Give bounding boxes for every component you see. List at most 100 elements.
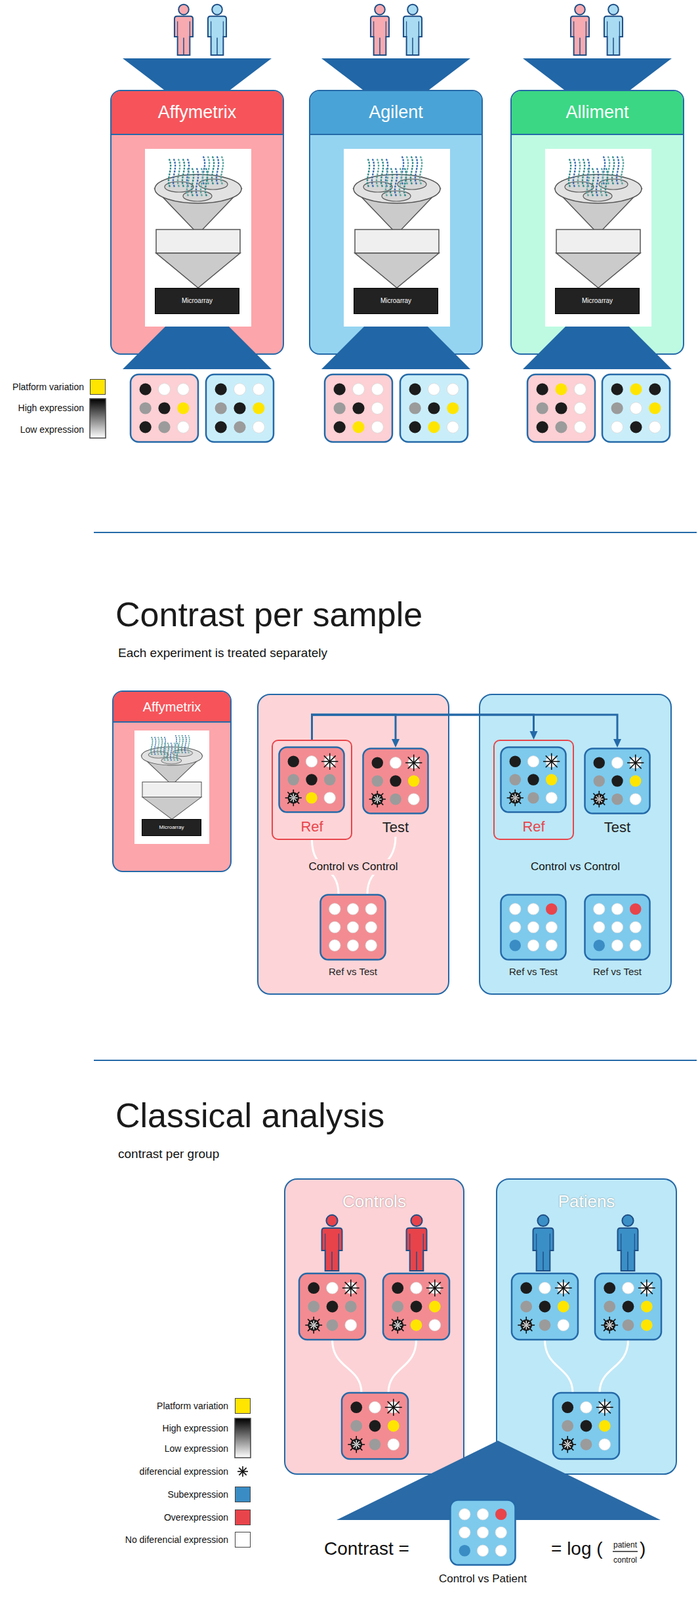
diagram-label: ) [639, 1538, 646, 1561]
drawing-shape [331, 1252, 333, 1272]
platform-header: Affymetrix [111, 91, 283, 136]
drawing-shape [596, 796, 603, 803]
drawing-shape [629, 921, 641, 933]
drawing-shape [606, 1322, 613, 1329]
drawing-shape [611, 903, 623, 916]
drawing-shape [388, 1340, 417, 1394]
drawing-shape [640, 1282, 653, 1295]
drawing-shape [196, 167, 199, 197]
platform-name: Agilent [368, 102, 424, 123]
drawing-shape [320, 895, 386, 961]
grid-node: Ref vs Test [499, 894, 567, 979]
drawing-shape [501, 895, 567, 961]
drawing-shape [509, 792, 521, 805]
drawing-shape [593, 921, 605, 933]
legend-wrap: No diferencial expression [0, 1533, 229, 1547]
legend-wrap: Low expression [0, 1442, 229, 1456]
drawing-shape [611, 775, 623, 787]
drawing-shape [495, 1509, 507, 1521]
label-wrap: patient [605, 1539, 645, 1551]
drawing-shape [389, 757, 401, 769]
drawing-shape [400, 374, 468, 443]
drawing-shape [175, 734, 177, 754]
drawing-shape [427, 383, 440, 396]
legend-text: Low expression [20, 423, 84, 437]
drawing-shape [410, 155, 413, 185]
legend-wrap: diferencial expression [0, 1465, 229, 1479]
drawing-shape [648, 383, 661, 396]
drawing-shape [606, 1322, 613, 1329]
drawing-shape [596, 796, 603, 803]
drawing-shape [383, 1273, 450, 1341]
drawing-shape [352, 421, 365, 433]
drawing-shape [509, 792, 521, 805]
drawing-shape [476, 1545, 489, 1557]
drawing-shape [403, 16, 422, 56]
expression-grid [527, 374, 596, 443]
drawing-shape [305, 1325, 323, 1327]
grid-label: Test [604, 818, 631, 838]
drawing-shape [611, 793, 623, 805]
microarray-text: Microarray [159, 824, 185, 832]
drawing-shape [350, 1279, 352, 1297]
platform-name: Alliment [565, 102, 629, 123]
grid-label: Ref vs Test [593, 964, 642, 979]
drawing-shape [345, 1282, 357, 1295]
drawing-shape [511, 797, 520, 799]
drawing-shape [598, 1401, 611, 1414]
drawing-shape [600, 167, 603, 197]
drawing-shape [345, 1282, 357, 1295]
drawing-shape [347, 921, 359, 933]
legend-swatch [234, 1398, 251, 1415]
drawing-shape [619, 21, 620, 37]
drawing-shape [373, 799, 382, 800]
connector [367, 837, 396, 895]
drawing-shape [237, 1471, 248, 1473]
drawing-shape [593, 793, 605, 806]
drawing-shape [621, 1215, 634, 1227]
drawing-shape [415, 155, 418, 185]
drawing-shape [122, 326, 272, 370]
drawing-shape [611, 940, 623, 952]
platform-box: AgilentMicroarray [308, 89, 483, 355]
drawing-group [554, 155, 642, 288]
drawing-shape [157, 736, 159, 756]
drawing-shape [406, 21, 407, 37]
drawing-shape [561, 1439, 574, 1452]
drawing-shape [602, 155, 605, 185]
drawing-shape [604, 1399, 606, 1417]
drawing-shape [287, 756, 300, 768]
drawing-shape [509, 903, 521, 916]
diagram-label: Each experiment is treated separately [118, 645, 328, 661]
drawing-shape [353, 188, 441, 235]
drawing-shape [324, 755, 336, 768]
drawing-shape [608, 1317, 611, 1335]
drawing-shape [527, 374, 596, 443]
drawing-shape [310, 1322, 317, 1329]
drawing-shape [596, 1407, 614, 1409]
person-icon [174, 4, 193, 56]
drawing-shape [598, 795, 600, 804]
platform-header: Affymetrix [113, 692, 231, 723]
drawing-shape [160, 736, 163, 756]
drawing-shape [434, 1279, 436, 1297]
drawing-shape [154, 188, 242, 235]
connector [312, 840, 340, 895]
microarray-label: Microarray [554, 287, 640, 315]
drawing-shape [595, 799, 604, 800]
legend-text: diferencial expression [139, 1465, 229, 1479]
drawing-shape [574, 4, 586, 16]
drawing-shape [561, 1439, 574, 1452]
drawing-shape [527, 774, 539, 786]
drawing-shape [634, 1233, 636, 1252]
group-panel: Control vs ControlRefTestRef vs TestRef … [478, 694, 672, 996]
drawing-shape [551, 753, 553, 771]
microarray-text: Microarray [581, 297, 613, 306]
platform-box: AffymetrixMicroarray [112, 690, 232, 873]
expression-grid [279, 747, 345, 813]
drawing-shape [446, 383, 459, 396]
drawing-shape [376, 158, 379, 187]
diagram-label: control [613, 1556, 637, 1566]
drawing-shape [369, 1401, 382, 1414]
drawing-shape [612, 155, 615, 185]
